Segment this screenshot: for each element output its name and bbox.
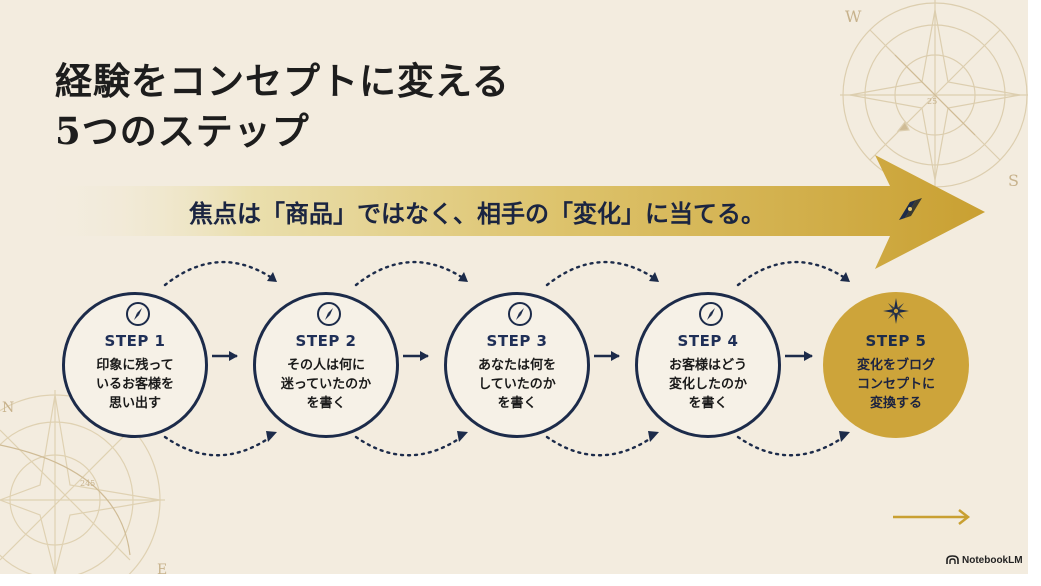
arrowhead bbox=[648, 431, 659, 442]
step-line: 印象に残って bbox=[96, 358, 174, 373]
step-line: を書く bbox=[497, 396, 537, 411]
step-line: いるお客様を bbox=[95, 377, 174, 392]
compass-icon bbox=[699, 302, 723, 326]
compass-rose-decoration: W S 25 N E 245 bbox=[0, 0, 1028, 574]
compass-label: N bbox=[2, 400, 14, 416]
compass-icon bbox=[126, 302, 150, 326]
arrowhead bbox=[649, 272, 659, 282]
step-1: STEP 1 印象に残って いるお客様を 思い出す bbox=[62, 292, 208, 438]
step-line: を書く bbox=[306, 396, 346, 411]
arrowhead bbox=[840, 272, 850, 282]
step-3: STEP 3 あなたは何を していたのか を書く bbox=[444, 292, 590, 438]
step-description: 印象に残って いるお客様を 思い出す bbox=[75, 356, 195, 413]
dotted-arc bbox=[354, 434, 465, 457]
compass-label: E bbox=[157, 562, 167, 574]
step-2: STEP 2 その人は何に 迷っていたのか を書く bbox=[253, 292, 399, 438]
step-line: コンセプトに bbox=[856, 377, 935, 392]
dotted-arc bbox=[736, 261, 847, 287]
step-description: 変化をブログ コンセプトに 変換する bbox=[836, 356, 956, 413]
step-label: STEP 5 bbox=[865, 332, 927, 350]
step-description: お客様はどう 変化したのか を書く bbox=[648, 356, 768, 413]
step-line: 変化したのか bbox=[668, 377, 747, 392]
dotted-arc bbox=[354, 261, 465, 287]
compass-label: 25 bbox=[927, 97, 937, 106]
page-title: 経験をコンセプトに変える 5つのステップ bbox=[55, 56, 510, 156]
step-line: を書く bbox=[688, 396, 728, 411]
compass-icon bbox=[508, 302, 532, 326]
next-arrow-icon bbox=[893, 509, 971, 525]
arrowhead bbox=[266, 431, 277, 442]
title-line: 経験をコンセプトに変える bbox=[55, 59, 510, 103]
step-line: お客様はどう bbox=[668, 358, 747, 373]
focus-statement: 焦点は「商品」ではなく、相手の「変化」に当てる。 bbox=[189, 200, 765, 228]
step-connectors bbox=[163, 261, 850, 457]
compass-icon bbox=[317, 302, 341, 326]
step-line: 思い出す bbox=[108, 396, 161, 411]
notebooklm-logo-icon bbox=[946, 555, 959, 564]
dotted-arc bbox=[736, 434, 847, 457]
title-line: 5つのステップ bbox=[55, 109, 310, 153]
step-line: 迷っていたのか bbox=[280, 377, 372, 392]
compass-star-icon bbox=[883, 298, 909, 324]
step-label: STEP 4 bbox=[677, 332, 739, 350]
step-label: STEP 2 bbox=[295, 332, 357, 350]
arrowhead bbox=[839, 431, 850, 442]
step-label: STEP 3 bbox=[486, 332, 548, 350]
focus-banner-arrow bbox=[40, 155, 985, 269]
step-label: STEP 1 bbox=[104, 332, 166, 350]
step-description: その人は何に 迷っていたのか を書く bbox=[266, 356, 386, 413]
step-line: あなたは何を bbox=[477, 358, 556, 373]
arrowhead bbox=[458, 272, 468, 282]
slide: W S 25 N E 245 経験をコンセプトに変える 5つのステップ 焦点は「… bbox=[0, 0, 1028, 574]
compass-label: S bbox=[1008, 171, 1019, 190]
step-description: あなたは何を していたのか を書く bbox=[457, 356, 577, 413]
compass-label: 245 bbox=[80, 479, 95, 488]
step-line: していたのか bbox=[478, 377, 556, 392]
step-5: STEP 5 変化をブログ コンセプトに 変換する bbox=[823, 292, 969, 438]
dotted-arc bbox=[163, 261, 274, 287]
step-line: その人は何に bbox=[286, 358, 365, 373]
compass-needle-icon bbox=[899, 198, 922, 220]
arrowhead bbox=[267, 272, 277, 282]
brand-name: NotebookLM bbox=[962, 554, 1023, 566]
dotted-arc bbox=[545, 261, 656, 287]
step-line: 変化をブログ bbox=[856, 358, 935, 373]
notebooklm-watermark: NotebookLM bbox=[946, 553, 1023, 567]
arrowhead bbox=[457, 431, 468, 442]
step-line: 変換する bbox=[869, 396, 922, 411]
compass-label: W bbox=[845, 7, 862, 26]
dotted-arc bbox=[163, 434, 274, 457]
step-4: STEP 4 お客様はどう 変化したのか を書く bbox=[635, 292, 781, 438]
dotted-arc bbox=[545, 434, 656, 457]
